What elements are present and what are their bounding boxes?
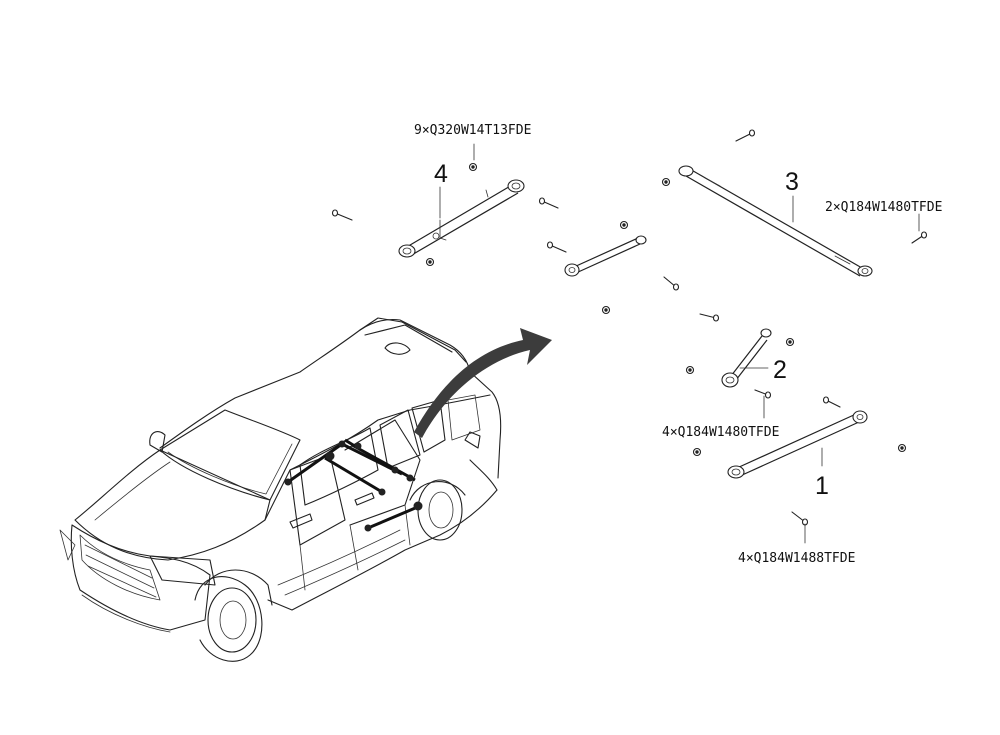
bolt-icon bbox=[754, 389, 772, 399]
fastener-label-2: 4×Q184W1480TFDE bbox=[662, 425, 779, 440]
nut-icon bbox=[692, 447, 702, 457]
nut-icon bbox=[661, 177, 671, 187]
bolt-icon bbox=[538, 197, 559, 209]
explode-arrow bbox=[414, 328, 552, 438]
fastener-label-3: 2×Q184W1480TFDE bbox=[825, 200, 942, 215]
bolt-icon bbox=[791, 511, 809, 526]
fastener-label-1: 4×Q184W1488TFDE bbox=[738, 551, 855, 566]
nut-icon bbox=[601, 305, 611, 315]
vehicle-suspension-highlight bbox=[284, 438, 423, 532]
nut-icon bbox=[425, 257, 435, 267]
nut-icon bbox=[897, 443, 907, 453]
callout-1: 1 bbox=[815, 472, 829, 500]
callout-3: 3 bbox=[785, 168, 799, 196]
suv-illustration bbox=[59, 317, 502, 662]
bolt-icon bbox=[546, 241, 567, 253]
nut-set bbox=[425, 162, 907, 457]
bolt-set bbox=[331, 129, 928, 526]
fastener-label-4: 9×Q320W14T13FDE bbox=[414, 123, 531, 138]
bolt-icon bbox=[699, 313, 720, 322]
bolt-icon bbox=[331, 209, 353, 221]
part-2-short-link bbox=[721, 328, 772, 388]
part-3-long-arm bbox=[678, 165, 873, 277]
callout-2: 2 bbox=[773, 356, 787, 384]
part-4-upper-arm bbox=[398, 179, 525, 258]
callout-4: 4 bbox=[434, 160, 448, 188]
bolt-icon bbox=[822, 396, 841, 408]
nut-icon bbox=[468, 162, 478, 172]
bolt-icon bbox=[911, 231, 928, 244]
part-2-upper-link bbox=[564, 235, 647, 277]
bolt-icon bbox=[735, 129, 756, 142]
nut-icon bbox=[619, 220, 629, 230]
part-1-lower-arm bbox=[727, 410, 868, 479]
nut-icon bbox=[785, 337, 795, 347]
nut-icon bbox=[685, 365, 695, 375]
bolt-icon bbox=[663, 276, 680, 291]
